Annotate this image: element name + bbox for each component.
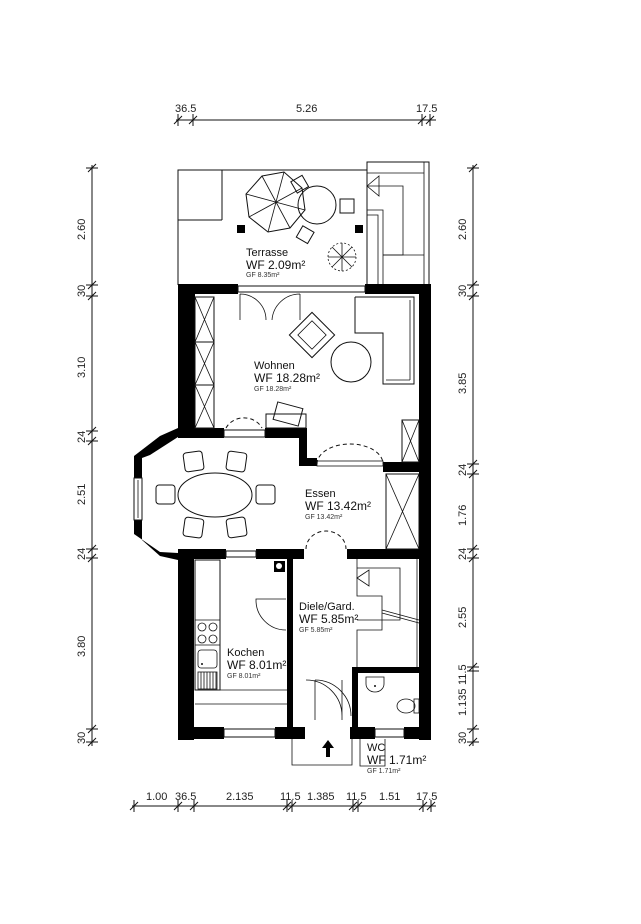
dim-right-0: 2.60 [457,219,469,240]
dimension-right: 2.60 30 3.85 24 1.76 24 2.55 11.5 1.135 … [457,163,479,747]
room-gf-wc: GF 1.71m² [367,768,401,775]
terrace-table-icon [290,174,355,245]
dim-right-5: 24 [457,548,469,560]
room-wohnen: Wohnen WF 18.28m² GF 18.28m² [194,293,420,463]
dim-left-4: 2.51 [76,484,88,505]
dim-left-3: 24 [76,431,88,443]
dim-left-0: 2.60 [76,219,88,240]
room-wf-wohnen: WF 18.28m² [254,371,320,385]
room-gf-kochen: GF 8.01m² [227,673,261,680]
dimension-top: 36.5 5.26 17.5 [173,103,437,126]
dim-top-2: 17.5 [416,103,437,115]
room-label-diele: Diele/Gard. [299,601,355,613]
room-wf-terrasse: WF 2.09m² [246,258,305,272]
room-gf-terrasse: GF 8.35m² [246,272,280,279]
room-wf-diele: WF 5.85m² [299,612,358,626]
room-wf-wc: WF 1.71m² [367,753,426,767]
dim-right-1: 30 [457,285,469,297]
dim-right-2: 3.85 [457,373,469,394]
windows [223,285,405,738]
toilet-icon [396,698,420,714]
walls [133,284,431,740]
entrance-arrow-icon [322,740,334,757]
dim-right-7: 11.5 [457,664,469,685]
dim-left-2: 3.10 [76,357,88,378]
dimension-left: 2.60 30 3.10 24 2.51 24 3.80 30 [76,163,98,747]
plant-icon [327,242,357,272]
chairs [155,450,276,539]
dim-right-6: 2.55 [457,607,469,628]
dishrack-icon [197,671,218,690]
room-kochen: Kochen WF 8.01m² GF 8.01m² [194,559,287,705]
dim-right-9: 30 [457,732,469,744]
room-wc: WC WF 1.71m² GF 1.71m² [359,676,426,775]
dim-bottom-4: 1.385 [307,791,335,803]
umbrella-icon [245,171,306,233]
dim-bottom-3: 11.5 [280,791,301,803]
room-label-wohnen: Wohnen [254,360,295,372]
dimension-bottom: 1.00 36.5 2.135 11.5 1.385 11.5 1.51 17.… [129,791,437,812]
room-label-kochen: Kochen [227,647,264,659]
dim-bottom-6: 1.51 [379,791,400,803]
sofa-icon [354,296,415,385]
dim-bottom-7: 17.5 [416,791,437,803]
room-diele: Diele/Gard. WF 5.85m² GF 5.85m² [291,559,420,766]
dim-top-1: 5.26 [296,103,317,115]
room-gf-wohnen: GF 18.28m² [254,386,292,393]
dim-bottom-2: 2.135 [226,791,254,803]
dim-top-0: 36.5 [175,103,196,115]
dim-right-4: 1.76 [457,505,469,526]
washbasin-icon [365,676,385,693]
armchair-icon [288,311,336,359]
room-essen: Essen WF 13.42m² GF 13.42m² [155,443,420,550]
room-gf-diele: GF 5.85m² [299,627,333,634]
stair [366,161,430,286]
dim-left-5: 24 [76,548,88,560]
dim-right-8: 1.135 [457,688,469,716]
post [237,225,245,233]
room-wf-kochen: WF 8.01m² [227,658,286,672]
terrace-area: Terrasse WF 2.09m² GF 8.35m² [177,161,430,286]
room-wf-essen: WF 13.42m² [305,499,371,513]
room-label-terrasse: Terrasse [246,247,288,259]
sink-icon [197,649,218,669]
room-label-wc: WC [367,742,385,754]
post [355,225,363,233]
dim-right-3: 24 [457,464,469,476]
dim-left-7: 30 [76,732,88,744]
coffee-table-icon [330,341,372,383]
dim-left-1: 30 [76,285,88,297]
dining-table-icon [177,472,253,518]
room-label-essen: Essen [305,488,336,500]
room-gf-essen: GF 13.42m² [305,514,343,521]
dim-bottom-1: 36.5 [175,791,196,803]
dim-left-6: 3.80 [76,636,88,657]
dim-bottom-0: 1.00 [146,791,167,803]
dim-bottom-5: 11.5 [346,791,367,803]
stove-icon [197,622,218,644]
